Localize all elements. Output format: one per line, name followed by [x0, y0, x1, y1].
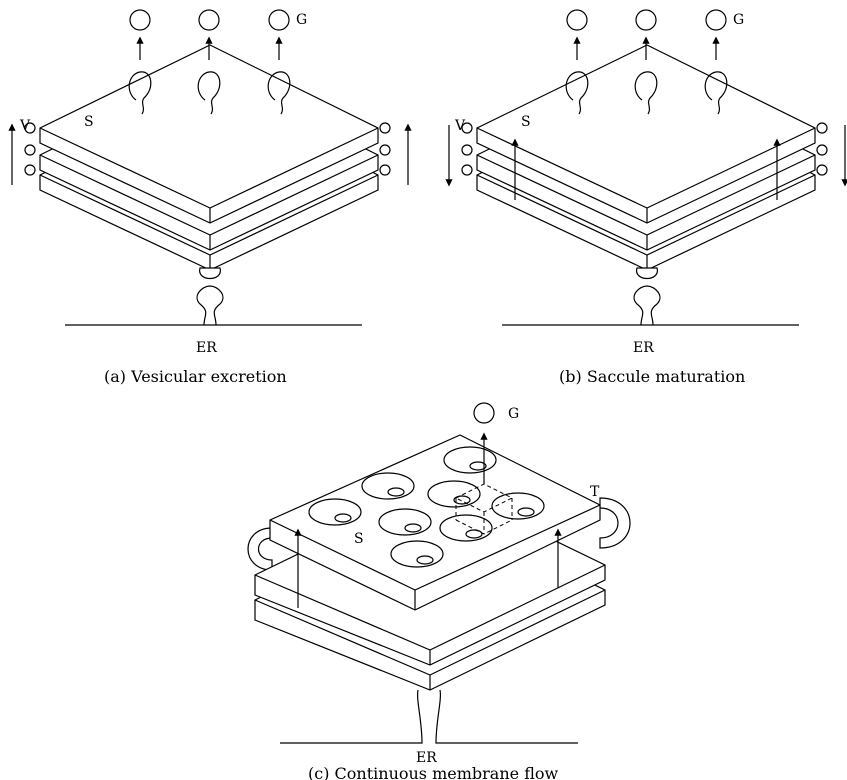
vesicle-label: V [454, 118, 466, 134]
er-label: ER [416, 750, 437, 766]
caption-b: (b) Saccule maturation [559, 367, 745, 386]
er-label: ER [633, 340, 654, 356]
panel-a: G V S ER (a) Vesicular excretion [8, 10, 412, 386]
golgi-vesicle-label: G [733, 12, 744, 28]
golgi-vesicle-label: G [296, 12, 307, 28]
saccule-label: S [521, 114, 531, 130]
saccule-label: S [84, 114, 94, 130]
vesicle-label: V [19, 118, 31, 134]
panel-c: G T S ER (c) Continuous membrane flow [247, 402, 631, 780]
caption-c: (c) Continuous membrane flow [308, 764, 559, 780]
golgi-vesicle-label: G [508, 406, 519, 422]
panel-b: G V S ER (b) Saccule maturation [445, 10, 847, 386]
er-label: ER [196, 340, 217, 356]
saccule-label: S [354, 531, 364, 547]
tubule-label: T [590, 484, 600, 500]
golgi-vesicle [473, 402, 495, 424]
caption-a: (a) Vesicular excretion [104, 367, 287, 386]
